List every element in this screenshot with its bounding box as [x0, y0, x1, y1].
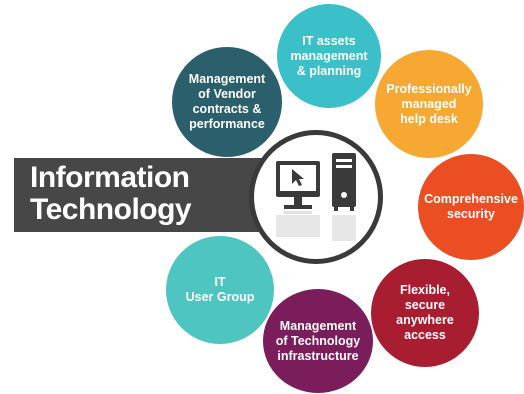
title-line-1: Information: [30, 161, 190, 194]
node-label-line: management: [290, 48, 368, 63]
node-label-line: help desk: [400, 111, 458, 126]
node-label-line: Management: [279, 318, 357, 333]
node-label-line: of Vendor: [198, 87, 256, 101]
node-label-line: IT: [214, 275, 226, 289]
node-label-line: access: [404, 328, 446, 342]
node-label-line: Management: [188, 72, 266, 86]
node-label-line: & planning: [296, 63, 362, 78]
node-it-assets: IT assets management & planning: [277, 4, 381, 108]
page-title: Information Technology: [30, 162, 260, 226]
node-label-line: Professionally: [386, 81, 472, 96]
node-label-line: secure: [404, 298, 446, 312]
node-label-line: managed: [401, 96, 457, 111]
node-label-line: Flexible,: [399, 283, 450, 297]
node-help-desk: Professionally managed help desk: [375, 50, 483, 158]
node-technology-infrastructure: Management of Technology infrastructure: [263, 289, 373, 393]
node-label-line: infrastructure: [277, 348, 359, 363]
node-label-line: anywhere: [396, 313, 454, 327]
node-security: Comprehensive security: [418, 154, 524, 260]
title-banner: [14, 158, 264, 232]
central-hub: [249, 130, 383, 264]
node-label-line: Comprehensive: [424, 192, 518, 206]
title-line-2: Technology: [30, 193, 192, 226]
node-vendor-contracts: Management of Vendor contracts & perform…: [172, 47, 282, 157]
node-user-group: IT User Group: [166, 236, 274, 344]
computer-icon: [276, 153, 356, 241]
node-label-line: User Group: [185, 290, 255, 304]
node-label-line: IT assets: [302, 33, 356, 48]
node-label-line: performance: [189, 117, 265, 131]
node-label-line: of Technology: [275, 333, 361, 348]
node-label-line: security: [447, 207, 495, 221]
node-anywhere-access: Flexible, secure anywhere access: [371, 259, 479, 367]
node-label-line: contracts &: [192, 102, 262, 116]
